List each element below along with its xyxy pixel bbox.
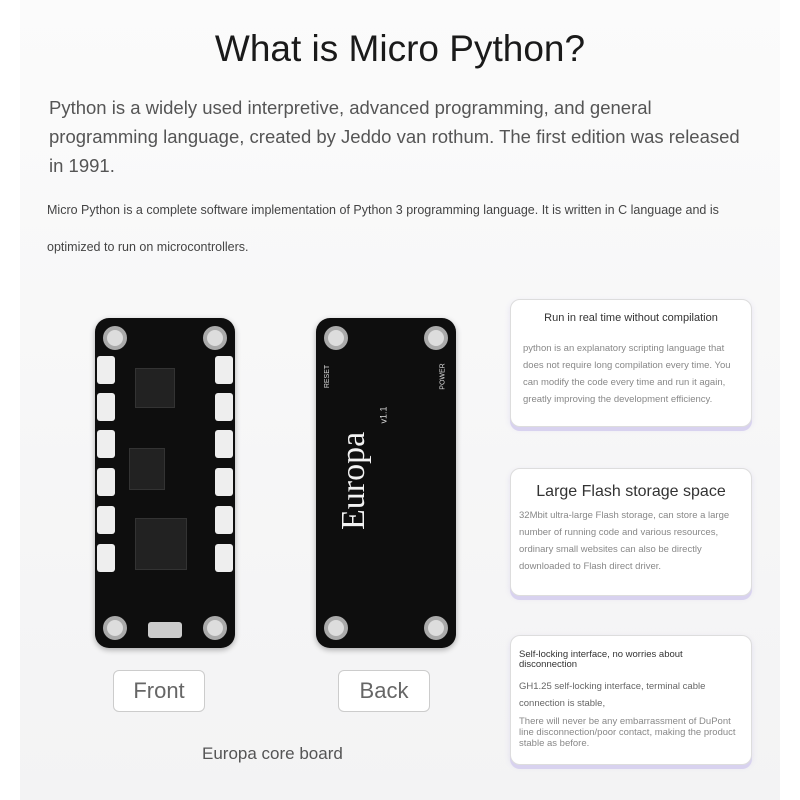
back-board-image: RESET POWER	[316, 318, 456, 648]
front-board-image	[95, 318, 235, 648]
page-title: What is Micro Python?	[214, 28, 586, 69]
front-label: Front	[113, 670, 205, 712]
feature-card-interface: Self-locking interface, no worries about…	[510, 635, 752, 765]
usb-port	[148, 622, 182, 638]
intro-paragraph: Python is a widely used interpretive, ad…	[49, 97, 740, 176]
card-body: 32Mbit ultra-large Flash storage, can st…	[519, 510, 730, 572]
feature-card-realtime: Run in real time without compilation pyt…	[510, 299, 752, 427]
feature-card-flash: Large Flash storage space 32Mbit ultra-l…	[510, 468, 752, 596]
card-body: python is an explanatory scripting langu…	[523, 343, 731, 405]
card-title: Large Flash storage space	[536, 483, 726, 500]
reset-label: RESET	[324, 364, 332, 389]
board-caption: Europa core board	[202, 744, 343, 763]
version-label: v1.1	[378, 406, 389, 424]
europa-logo: Europa	[335, 431, 372, 530]
micropython-paragraph: Micro Python is a complete software impl…	[47, 203, 719, 254]
card-title: Self-locking interface, no worries about…	[519, 649, 683, 670]
card-body: GH1.25 self-locking interface, terminal …	[519, 681, 706, 709]
card-body-2: There will never be any embarrassment of…	[519, 716, 736, 749]
back-label: Back	[338, 670, 430, 712]
power-label: POWER	[439, 363, 447, 390]
card-title: Run in real time without compilation	[544, 312, 718, 324]
